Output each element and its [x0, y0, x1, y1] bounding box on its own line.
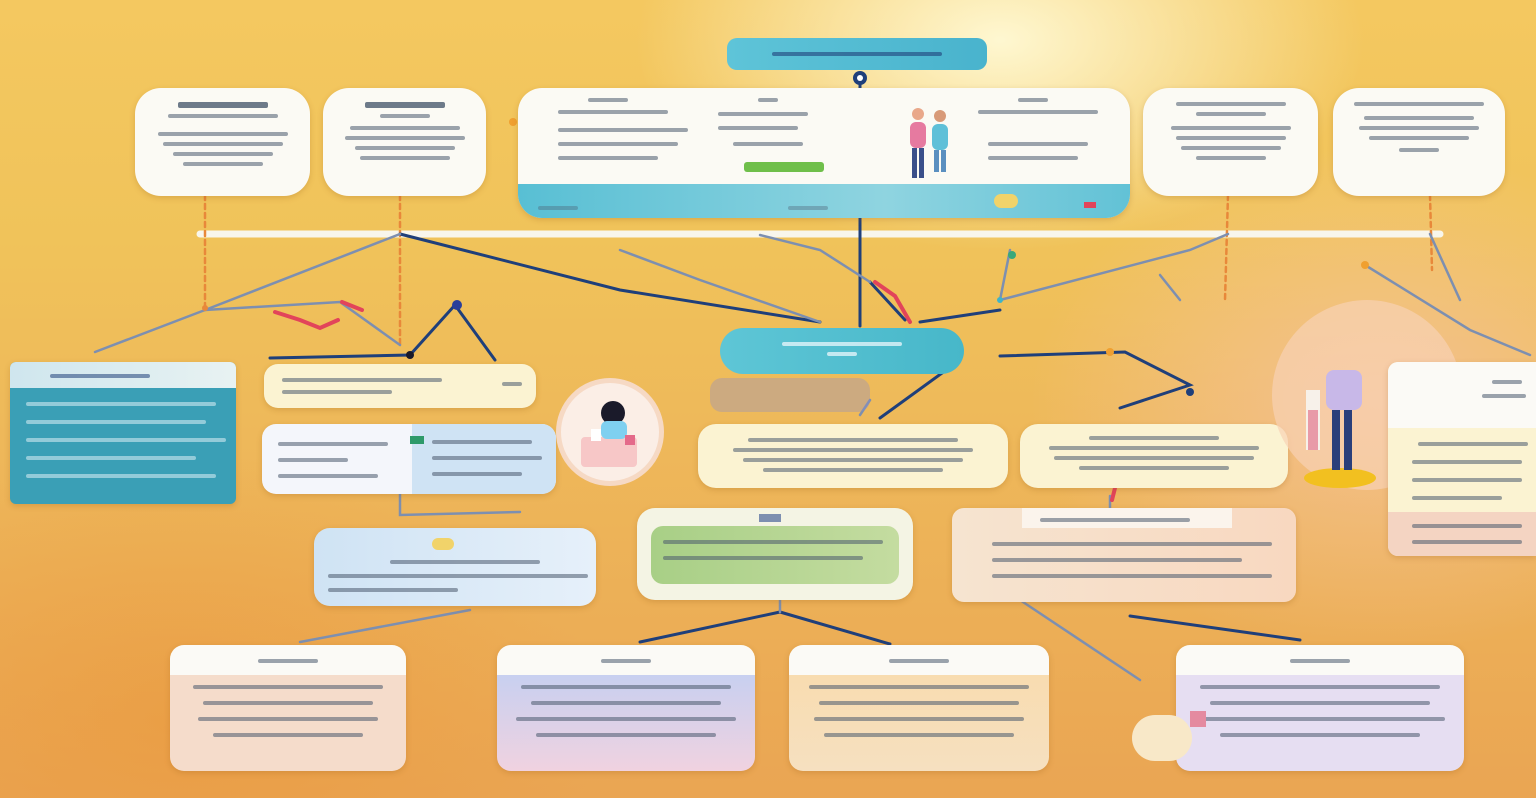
bottom-card-1: [170, 645, 406, 771]
left-teal-panel: [10, 362, 236, 504]
connector-dot-icon: [509, 118, 517, 126]
peach-info-panel: [952, 508, 1296, 602]
people-icon: [910, 108, 948, 178]
top-node-1: [135, 88, 310, 196]
center-hub: [720, 328, 964, 374]
connector-dot-icon: [1106, 348, 1114, 356]
far-right-panel: [1388, 362, 1536, 556]
connector-dot-icon: [1361, 261, 1369, 269]
person-icon: [581, 401, 637, 467]
bottom-card-4-tab: [1132, 715, 1192, 761]
connector-dot-icon: [1008, 251, 1016, 259]
blue-info-panel: [314, 528, 596, 606]
connector-dot-icon: [406, 351, 414, 359]
middle-cream-panel: [698, 424, 1008, 488]
connector-dot-icon: [1186, 388, 1194, 396]
hub-shadow: [710, 378, 870, 412]
connector-dot-icon: [997, 297, 1003, 303]
connector-dot-icon: [202, 305, 208, 311]
person-badge: [556, 378, 664, 486]
top-node-6: [1333, 88, 1505, 196]
bottom-card-3: [789, 645, 1049, 771]
top-node-5: [1143, 88, 1318, 196]
bottom-card-2: [497, 645, 755, 771]
connector-dot-icon: [452, 300, 462, 310]
bottom-card-4: [1176, 645, 1464, 771]
left-cream-bar: [264, 364, 536, 408]
top-title-bar: [727, 38, 987, 70]
person-icon: [1304, 370, 1376, 488]
left-split-panel: [262, 424, 556, 494]
green-info-panel: [637, 508, 913, 600]
top-node-2: [323, 88, 486, 196]
right-cream-panel: [1020, 424, 1288, 488]
top-wide-panel: [518, 88, 1130, 218]
